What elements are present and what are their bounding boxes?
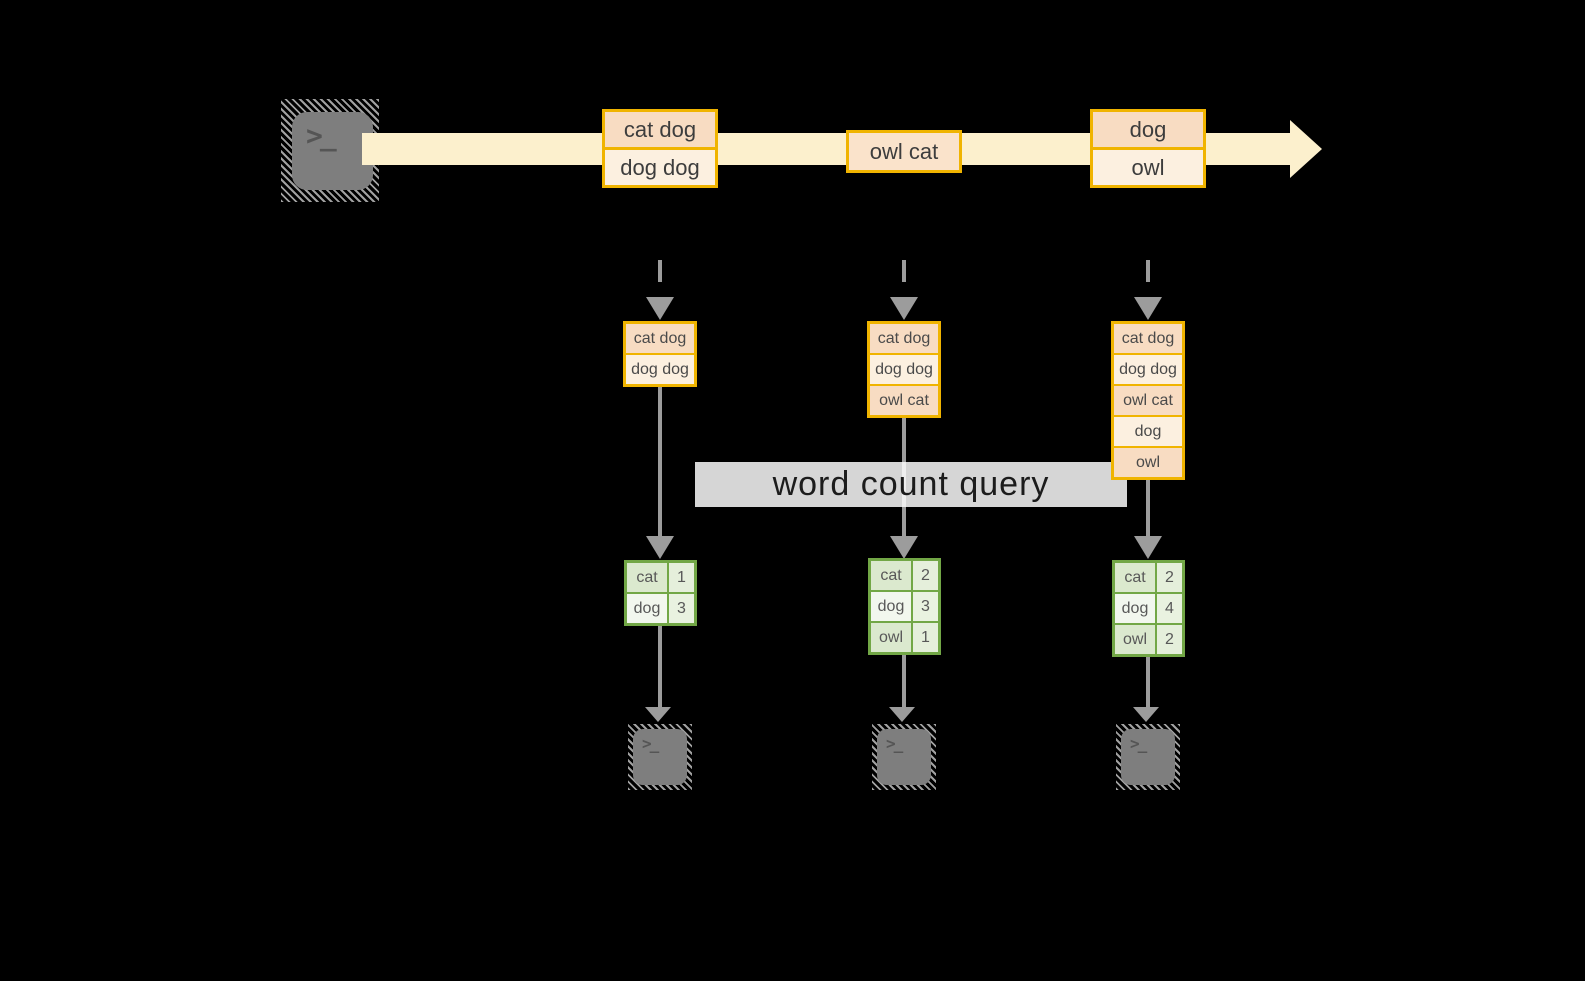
buffer-row: dog dog — [626, 353, 694, 384]
word-cell: cat — [627, 563, 669, 592]
count-cell: 2 — [1157, 563, 1182, 592]
count-cell: 1 — [669, 563, 694, 592]
flow-arrowhead-icon — [1134, 536, 1162, 559]
word-cell: dog — [627, 594, 669, 623]
stream-message-box: cat dog dog dog — [602, 109, 718, 188]
word-cell: cat — [1115, 563, 1157, 592]
buffer-row: dog — [1114, 415, 1182, 446]
table-row: owl 2 — [1115, 623, 1182, 654]
buffer-row: owl cat — [870, 384, 938, 415]
buffer-row: dog dog — [870, 353, 938, 384]
count-cell: 3 — [669, 594, 694, 623]
flow-arrow-line — [1146, 478, 1150, 537]
table-row: cat 2 — [871, 561, 938, 590]
stream-message-text: dog — [1093, 112, 1203, 147]
dashed-arrowhead-icon — [646, 297, 674, 320]
count-cell: 2 — [1157, 625, 1182, 654]
dashed-arrow-line — [658, 260, 662, 294]
dashed-arrow-line — [902, 260, 906, 294]
word-cell: owl — [1115, 625, 1157, 654]
table-row: owl 1 — [871, 621, 938, 652]
query-label-band: word count query — [695, 462, 1127, 507]
count-cell: 2 — [913, 561, 938, 590]
terminal-screen: >_ — [877, 729, 931, 785]
message-buffer-box: cat dog dog dog — [623, 321, 697, 387]
output-terminal-icon: >_ — [872, 724, 936, 790]
terminal-prompt-glyph: >_ — [306, 119, 337, 152]
output-terminal-icon: >_ — [1116, 724, 1180, 790]
flow-arrowhead-icon — [646, 536, 674, 559]
word-cell: cat — [871, 561, 913, 590]
count-cell: 4 — [1157, 594, 1182, 623]
output-arrow-line — [658, 625, 662, 708]
output-arrowhead-icon — [645, 707, 671, 722]
table-row: dog 3 — [627, 592, 694, 623]
flow-arrowhead-icon — [890, 536, 918, 559]
output-terminal-icon: >_ — [628, 724, 692, 790]
message-buffer-box: cat dog dog dog owl cat dog owl — [1111, 321, 1185, 480]
buffer-row: dog dog — [1114, 353, 1182, 384]
stream-message-box: owl cat — [846, 130, 962, 173]
count-cell: 1 — [913, 623, 938, 652]
terminal-screen: >_ — [1121, 729, 1175, 785]
stream-message-text: dog dog — [605, 147, 715, 185]
output-arrowhead-icon — [889, 707, 915, 722]
query-label: word count query — [772, 465, 1050, 503]
terminal-screen: >_ — [633, 729, 687, 785]
word-cell: owl — [871, 623, 913, 652]
dashed-arrowhead-icon — [890, 297, 918, 320]
terminal-screen: >_ — [292, 112, 373, 190]
word-cell: dog — [871, 592, 913, 621]
flow-arrow-line — [658, 385, 662, 537]
terminal-prompt-glyph: >_ — [642, 734, 659, 753]
dashed-arrow-line — [1146, 260, 1150, 294]
table-row: cat 2 — [1115, 563, 1182, 592]
buffer-row: cat dog — [1114, 324, 1182, 353]
buffer-row: cat dog — [870, 324, 938, 353]
output-arrowhead-icon — [1133, 707, 1159, 722]
stream-message-box: dog owl — [1090, 109, 1206, 188]
stream-message-text: owl cat — [849, 133, 959, 170]
dashed-arrowhead-icon — [1134, 297, 1162, 320]
word-cell: dog — [1115, 594, 1157, 623]
output-arrow-line — [1146, 656, 1150, 708]
terminal-prompt-glyph: >_ — [1130, 734, 1147, 753]
table-row: dog 3 — [871, 590, 938, 621]
stream-arrowhead-icon — [1290, 120, 1322, 178]
output-arrow-line — [902, 654, 906, 708]
stream-message-text: owl — [1093, 147, 1203, 185]
table-row: dog 4 — [1115, 592, 1182, 623]
count-cell: 3 — [913, 592, 938, 621]
word-count-table: cat 2 dog 3 owl 1 — [868, 558, 941, 655]
terminal-prompt-glyph: >_ — [886, 734, 903, 753]
word-count-table: cat 2 dog 4 owl 2 — [1112, 560, 1185, 657]
word-count-table: cat 1 dog 3 — [624, 560, 697, 626]
table-row: cat 1 — [627, 563, 694, 592]
message-buffer-box: cat dog dog dog owl cat — [867, 321, 941, 418]
buffer-row: cat dog — [626, 324, 694, 353]
buffer-row: owl — [1114, 446, 1182, 477]
stream-message-text: cat dog — [605, 112, 715, 147]
buffer-row: owl cat — [1114, 384, 1182, 415]
